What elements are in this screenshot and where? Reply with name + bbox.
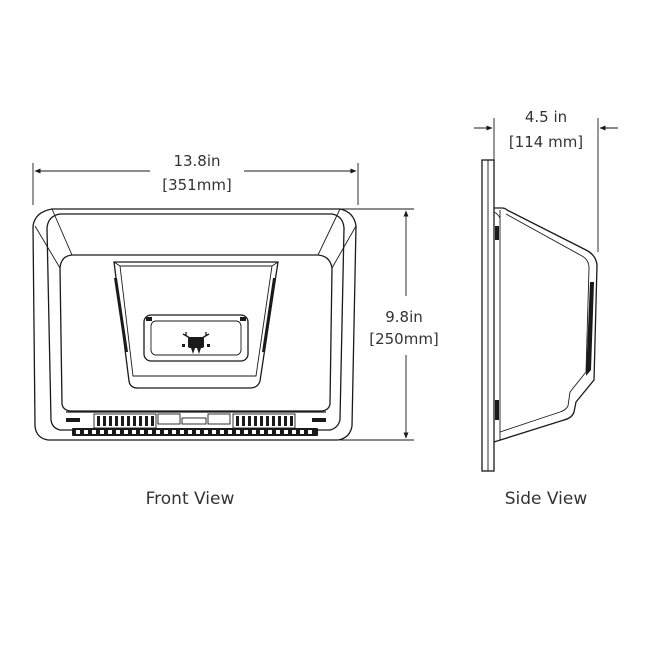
front-view-caption: Front View xyxy=(146,489,235,509)
front-dryer-body xyxy=(32,208,357,441)
front-width-dimension: 13.8in [351mm] xyxy=(32,152,359,205)
side-dryer-profile xyxy=(481,159,598,472)
front-width-label: 13.8in xyxy=(173,152,220,170)
sensor-window xyxy=(143,314,249,362)
front-height-metric-label: [250mm] xyxy=(369,330,439,348)
side-depth-dimension: 4.5 in [114 mm] xyxy=(474,108,618,252)
front-height-dimension: 9.8in [250mm] xyxy=(340,208,439,441)
hand-dryer-icon xyxy=(182,332,210,354)
side-depth-label: 4.5 in xyxy=(525,108,567,126)
front-width-metric-label: [351mm] xyxy=(162,176,232,194)
front-height-label: 9.8in xyxy=(385,308,423,326)
side-depth-metric-label: [114 mm] xyxy=(509,133,583,151)
front-view: 13.8in [351mm] 9.8in [250mm] xyxy=(32,152,439,509)
bottom-vent-strip xyxy=(66,411,326,436)
side-view: 4.5 in [114 mm] Side View xyxy=(474,108,618,509)
side-view-caption: Side View xyxy=(505,489,588,509)
